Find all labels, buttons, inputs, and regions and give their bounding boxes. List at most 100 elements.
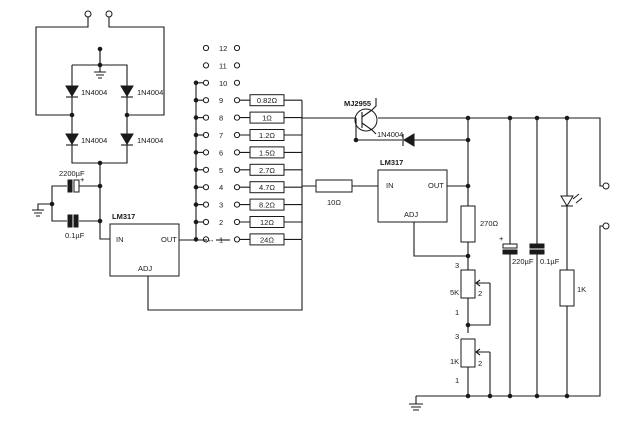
switch-contact[interactable]: [202, 79, 210, 86]
ac-input-terminal-1[interactable]: [84, 10, 92, 18]
cap-0.1uf-in-label: 0.1µF: [65, 231, 85, 240]
lm317-right-out: OUT: [428, 181, 444, 190]
switch-position-number: 6: [219, 148, 223, 157]
resistor-1k-led-label: 1K: [577, 285, 586, 294]
switch-position-number: 5: [219, 166, 223, 175]
switch-position-number: 1: [219, 235, 223, 244]
switch-contact[interactable]: [202, 44, 210, 52]
switch-output-contact: [233, 131, 241, 139]
pot-5k-pin1: 1: [455, 308, 459, 317]
rotary-switch: ↔: [195, 84, 230, 244]
switch-output-contact: [233, 44, 241, 52]
plus-sign: +: [80, 175, 85, 184]
input-capacitors: + 2200µF 0.1µF: [32, 163, 110, 240]
switch-contact[interactable]: [202, 62, 210, 69]
switch-output-contact: [233, 62, 241, 69]
switch-contact[interactable]: [202, 236, 210, 243]
switch-contact[interactable]: [202, 166, 210, 173]
switch-contact[interactable]: [202, 149, 210, 156]
resistor-270-label: 270Ω: [480, 219, 499, 228]
pot-5k-label: 5K: [450, 288, 459, 297]
lm317-right-name: LM317: [380, 158, 403, 167]
switch-output-contact: [233, 184, 241, 191]
switch-contact[interactable]: [202, 218, 210, 226]
diode-d5-label: 1N4004: [377, 130, 403, 139]
switch-output-contact: [233, 166, 241, 173]
svg-text:↔: ↔: [207, 235, 215, 244]
ladder-resistor-label: 1.2Ω: [259, 131, 275, 140]
output-terminal-negative[interactable]: [602, 222, 610, 230]
switch-position-number: 10: [219, 79, 227, 88]
ladder-resistor-label: 0.82Ω: [257, 96, 278, 105]
ladder-resistor: [249, 233, 285, 246]
ladder-resistor-label: 2.7Ω: [259, 166, 275, 175]
switch-output-contact: [233, 236, 241, 243]
pot-1k-label: 1K: [450, 357, 459, 366]
switch-position-number: 12: [219, 44, 227, 53]
ladder-resistor-label: 12Ω: [260, 218, 274, 227]
lm317-left-name: LM317: [112, 212, 135, 221]
lm317-left-body: [109, 223, 180, 277]
ladder-resistor-label: 24Ω: [260, 235, 274, 244]
switch-contact[interactable]: [202, 97, 210, 104]
ladder-resistor: [249, 129, 285, 141]
ladder-resistor: [249, 111, 285, 124]
transistor-label: MJ2955: [344, 99, 371, 108]
switch-output-contact: [233, 201, 241, 208]
switch-output-contact: [233, 114, 241, 121]
switch-output-contact: [233, 79, 241, 86]
lm317-left: LM317 IN OUT ADJ: [109, 212, 303, 311]
output-terminal-positive[interactable]: [602, 182, 610, 190]
ladder-resistor-label: 8.2Ω: [259, 201, 275, 210]
pot-5k: [460, 269, 476, 299]
ground-symbol: [94, 67, 106, 79]
ladder-resistor-label: 1Ω: [262, 114, 272, 123]
switch-position-number: 7: [219, 131, 223, 140]
diode-d2-label: 1N4004: [137, 88, 163, 97]
ladder-resistor-label: 4.7Ω: [259, 183, 275, 192]
bridge-rectifier: 1N4004 1N4004 1N4004 1N4004: [35, 10, 165, 166]
switch-position-number: 2: [219, 218, 223, 227]
pot-5k-pin2: 2: [478, 289, 482, 298]
switch-contact[interactable]: [202, 201, 210, 208]
lm317-left-in: IN: [116, 235, 124, 244]
ladder-resistor: [249, 163, 285, 176]
resistor-270ohm: [460, 205, 476, 243]
ladder-resistor: [249, 198, 285, 211]
switch-contact[interactable]: [202, 131, 210, 139]
switch-contact[interactable]: [202, 114, 210, 121]
switch-position-number: 3: [219, 201, 223, 210]
pot-1k-pin1: 1: [455, 376, 459, 385]
pot-1k-pin2: 2: [478, 359, 482, 368]
switch-output-contact: [233, 149, 241, 156]
pass-transistor-stage: 10Ω MJ2955 1N4004: [302, 98, 468, 207]
lm317-right-body: [377, 169, 448, 223]
pot-1k: [460, 338, 476, 368]
plus-sign-2: +: [499, 234, 504, 243]
resistor-10ohm-label: 10Ω: [327, 198, 341, 207]
ladder-resistor-label: 1.5Ω: [259, 148, 275, 157]
switch-position-number: 9: [219, 96, 223, 105]
switch-output-contact: [233, 218, 241, 226]
switch-output-contact: [233, 97, 241, 104]
resistor-10ohm: [315, 179, 353, 193]
cap-2200uf-label: 2200µF: [59, 169, 85, 178]
switch-position-number: 8: [219, 114, 223, 123]
switch-contact[interactable]: [202, 184, 210, 191]
switch-position-number: 11: [219, 61, 227, 70]
switch-position-number: 4: [219, 183, 223, 192]
output-network: 270Ω 5K 3 2 1 1K 3 2 1 + 220µF: [409, 115, 610, 411]
lm317-left-out: OUT: [161, 235, 177, 244]
pot-1k-pin3: 3: [455, 332, 459, 341]
lm317-right: LM317 IN OUT ADJ: [377, 158, 468, 257]
ground-symbol-3: [409, 396, 423, 411]
resistor-1k-led: [559, 269, 575, 307]
diode-d1-symbol: [65, 85, 79, 98]
ladder-resistor: [249, 216, 285, 228]
diode-d1-label: 1N4004: [81, 88, 107, 97]
ladder-resistor: [249, 94, 285, 107]
ac-input-terminal-2[interactable]: [105, 10, 113, 18]
ladder-resistor: [249, 146, 285, 159]
lm317-right-adj: ADJ: [404, 210, 418, 219]
